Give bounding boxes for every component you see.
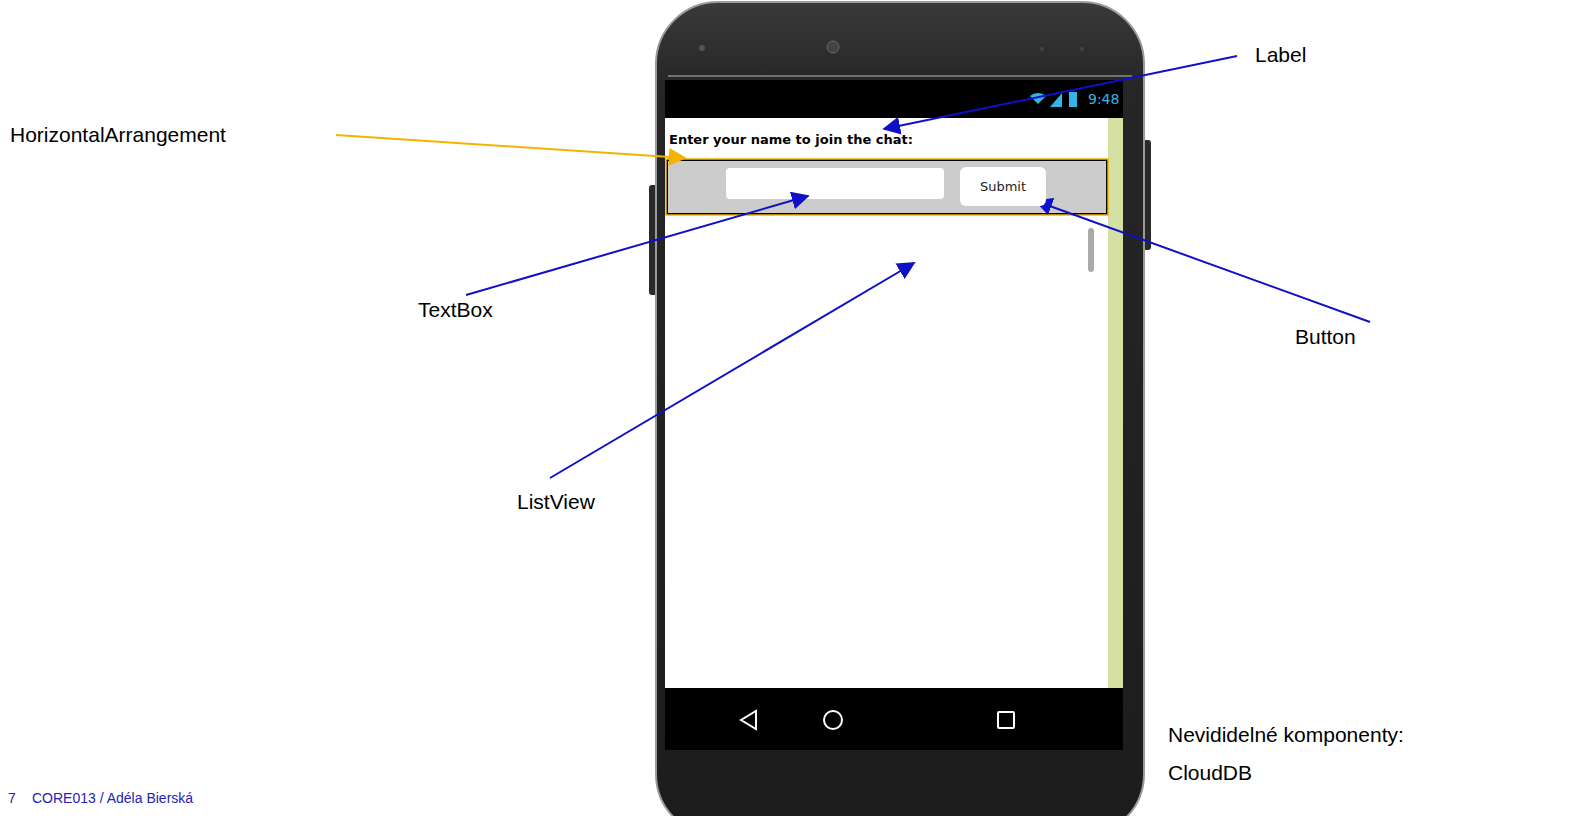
sensor-dot bbox=[1040, 47, 1044, 51]
leader-line bbox=[884, 56, 1237, 129]
nav-bar bbox=[665, 688, 1123, 750]
callout-label: TextBox bbox=[418, 297, 493, 322]
status-time: 9:48 bbox=[1088, 91, 1119, 108]
scrollbar bbox=[1088, 228, 1094, 272]
home-icon bbox=[824, 711, 842, 729]
leader-line bbox=[466, 196, 808, 295]
screen-strip bbox=[1108, 118, 1123, 688]
phone-shell bbox=[656, 2, 1144, 816]
footer-text: CORE013 / Adéla Bierská bbox=[32, 790, 193, 807]
textbox-field bbox=[726, 168, 944, 199]
note-text: Nevididelné komponenty: CloudDB bbox=[1168, 716, 1413, 792]
horizontal-arrangement bbox=[667, 160, 1107, 214]
bezel-line bbox=[668, 75, 1132, 77]
battery-icon bbox=[1069, 92, 1077, 107]
screen bbox=[665, 118, 1108, 688]
camera bbox=[827, 41, 839, 53]
callout-label: ListView bbox=[517, 489, 595, 514]
callout-label: Button bbox=[1295, 324, 1356, 349]
screen-label: Enter your name to join the chat: bbox=[669, 132, 913, 148]
button: Submit bbox=[960, 167, 1046, 206]
back-icon bbox=[741, 711, 756, 729]
selection-outline bbox=[666, 159, 1108, 215]
leader-line bbox=[550, 263, 914, 478]
page-number: 7 bbox=[8, 790, 16, 807]
button-text: Submit bbox=[980, 179, 1026, 194]
recent-icon bbox=[998, 712, 1014, 728]
leader-line bbox=[336, 135, 685, 158]
status-bar bbox=[665, 80, 1123, 118]
callout-label: Label bbox=[1255, 42, 1306, 67]
sensor-dot bbox=[699, 45, 705, 51]
leader-line bbox=[1036, 201, 1370, 322]
callout-label: HorizontalArrangement bbox=[10, 122, 226, 147]
sensor-dot bbox=[1080, 47, 1084, 51]
